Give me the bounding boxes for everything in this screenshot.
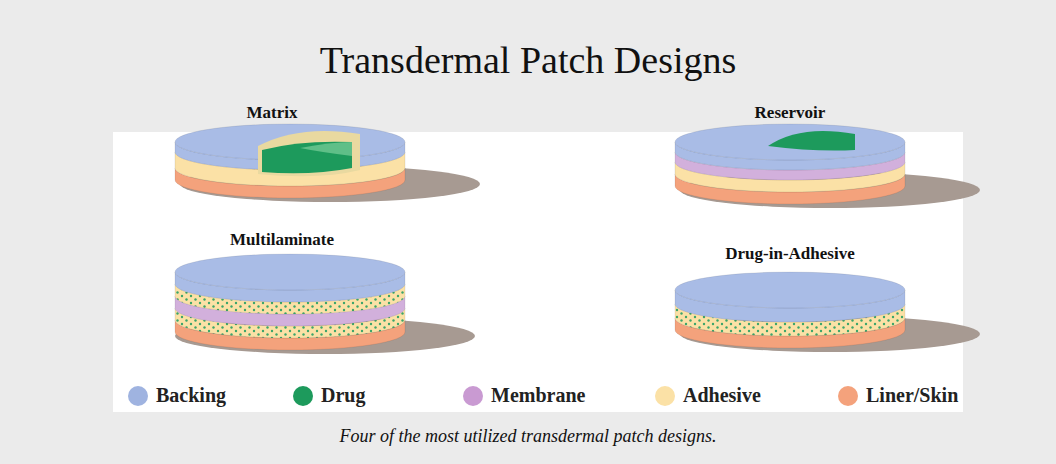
- patch-label: Multilaminate: [230, 230, 334, 250]
- legend-text: Backing: [156, 384, 226, 407]
- legend-swatch: [293, 386, 313, 406]
- legend-item: Drug: [293, 384, 365, 407]
- legend-swatch: [463, 386, 483, 406]
- patch: [675, 124, 980, 208]
- patch: [175, 254, 475, 354]
- patch-label: Matrix: [247, 103, 298, 123]
- legend-item: Membrane: [463, 384, 585, 407]
- legend-text: Liner/Skin: [866, 384, 958, 407]
- legend-text: Adhesive: [683, 384, 761, 407]
- legend-swatch: [128, 386, 148, 406]
- legend-text: Membrane: [491, 384, 585, 407]
- legend-item: Adhesive: [655, 384, 761, 407]
- legend-swatch: [655, 386, 675, 406]
- patch: [675, 272, 980, 352]
- legend-item: Backing: [128, 384, 226, 407]
- cutaway: [258, 131, 360, 176]
- legend-text: Drug: [321, 384, 365, 407]
- drug-highlight: [300, 142, 352, 156]
- legend-swatch: [838, 386, 858, 406]
- caption: Four of the most utilized transdermal pa…: [0, 426, 1056, 447]
- patch-label: Reservoir: [755, 103, 826, 123]
- drug-layer: [262, 142, 352, 174]
- patch-label: Drug-in-Adhesive: [725, 244, 854, 264]
- patch-top: [175, 254, 405, 290]
- patch-top: [675, 272, 905, 308]
- title: Transdermal Patch Designs: [0, 38, 1056, 82]
- legend-item: Liner/Skin: [838, 384, 958, 407]
- drug-reservoir: [768, 131, 855, 151]
- patch-top: [675, 124, 905, 160]
- patch: [175, 124, 480, 202]
